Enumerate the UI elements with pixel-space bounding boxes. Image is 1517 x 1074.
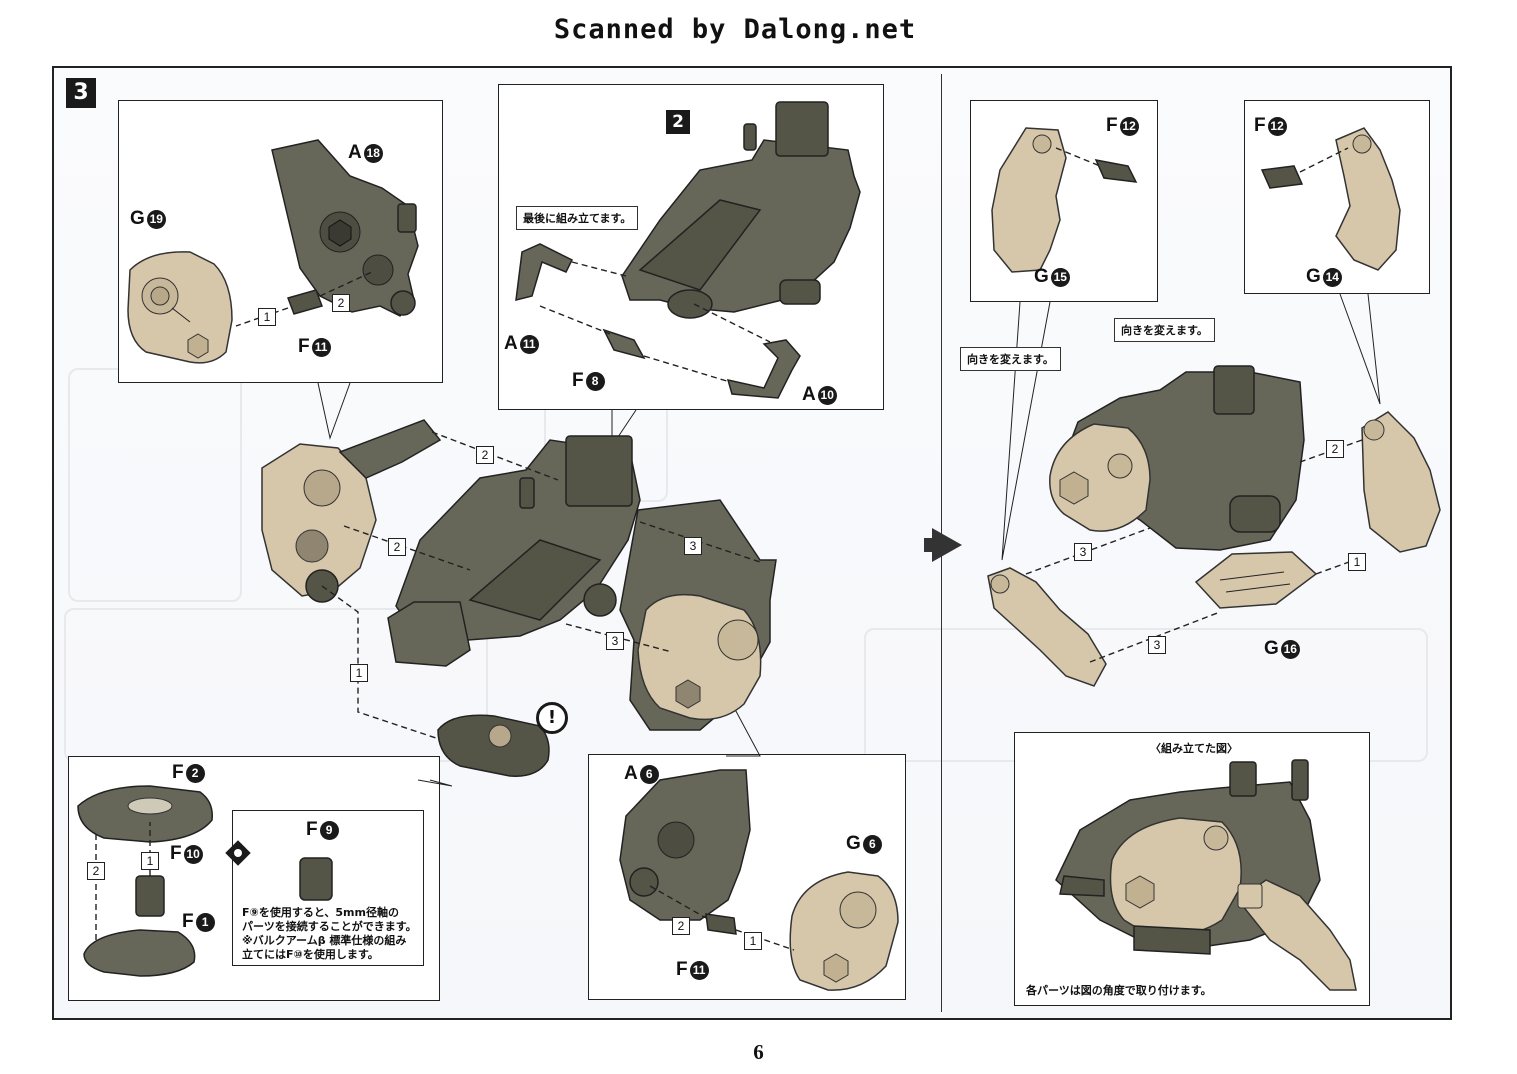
sequence-marker: 2 bbox=[87, 862, 105, 880]
sequence-marker: 3 bbox=[684, 537, 702, 555]
sequence-marker: 2 bbox=[388, 538, 406, 556]
sequence-marker: 3 bbox=[606, 632, 624, 650]
step-2-badge: 2 bbox=[666, 110, 690, 134]
sequence-marker: 2 bbox=[332, 294, 350, 312]
sequence-marker: 1 bbox=[141, 852, 159, 870]
note-f9-line: F⑨を使用すると、5mm径軸の bbox=[242, 906, 399, 919]
sequence-marker: 3 bbox=[1148, 636, 1166, 654]
scan-credit: Scanned by Dalong.net bbox=[553, 14, 917, 45]
assembled-view-title: 〈組み立てた図〉 bbox=[1150, 742, 1238, 755]
note-f9-line: パーツを接続することができます。 bbox=[242, 920, 417, 933]
sequence-marker: 2 bbox=[672, 917, 690, 935]
sequence-marker: 2 bbox=[476, 446, 494, 464]
sequence-marker: 3 bbox=[1074, 543, 1092, 561]
sequence-marker: 1 bbox=[350, 664, 368, 682]
sequence-marker: 2 bbox=[1326, 440, 1344, 458]
sequence-marker: 1 bbox=[1348, 553, 1366, 571]
note-f9-line: ※バルクアームβ 標準仕様の組み bbox=[242, 934, 407, 947]
note-assemble-last: 最後に組み立てます。 bbox=[516, 206, 639, 230]
exclamation-circle-icon: ! bbox=[536, 702, 568, 734]
sequence-marker: 1 bbox=[258, 308, 276, 326]
next-arrow-icon bbox=[924, 528, 962, 562]
page-number: 6 bbox=[753, 1040, 764, 1064]
note-change-direction-left: 向きを変えます。 bbox=[960, 347, 1061, 371]
step-3-badge: 3 bbox=[66, 78, 96, 108]
note-f9-usage: F⑨を使用すると、5mm径軸の パーツを接続することができます。 ※バルクアーム… bbox=[242, 906, 417, 962]
note-f9-line: 立てにはF⑩を使用します。 bbox=[242, 948, 379, 961]
note-change-direction-right: 向きを変えます。 bbox=[1114, 318, 1215, 342]
sequence-marker: 1 bbox=[744, 932, 762, 950]
assembled-view-caption: 各パーツは図の角度で取り付けます。 bbox=[1026, 984, 1212, 997]
